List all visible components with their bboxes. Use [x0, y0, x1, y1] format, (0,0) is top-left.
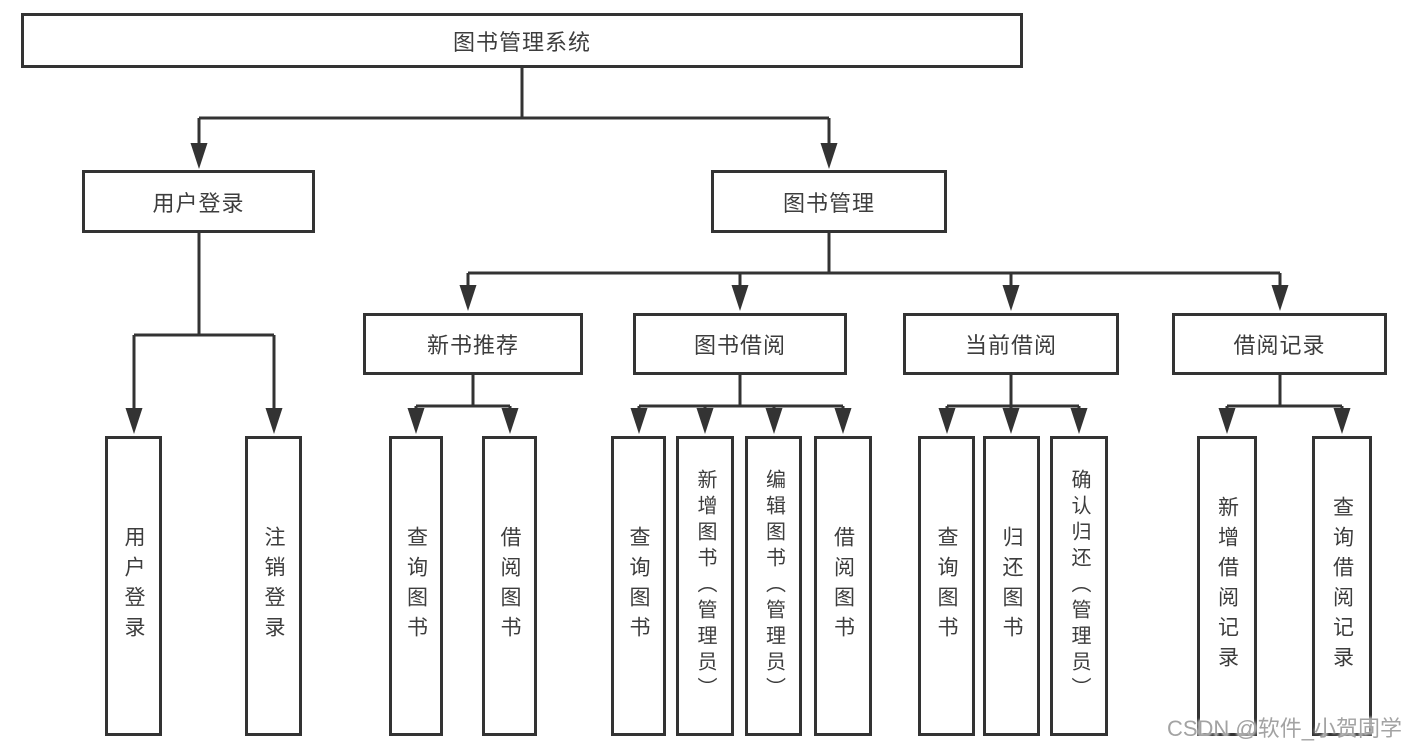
node-label: 查询图书	[935, 526, 958, 646]
leaf-logout: 注销登录	[245, 436, 302, 736]
leaf-query-books-3: 查询图书	[918, 436, 975, 736]
leaf-borrow-books-2: 借阅图书	[814, 436, 872, 736]
node-current-borrow: 当前借阅	[903, 313, 1119, 375]
node-label: 注销登录	[262, 526, 285, 646]
node-label: 用户登录	[122, 526, 145, 646]
node-label: 图书管理系统	[452, 29, 591, 55]
node-label: 查询借阅记录	[1330, 496, 1354, 676]
leaf-user-login: 用户登录	[105, 436, 162, 736]
node-label: 当前借阅	[964, 333, 1057, 358]
node-label: 图书管理	[782, 190, 875, 216]
node-user-login: 用户登录	[82, 170, 315, 233]
node-label: 编辑图书（管理员）	[762, 469, 785, 703]
watermark-text: CSDN @软件_小贺同学	[1166, 716, 1402, 741]
node-label: 确认归还（管理员）	[1068, 469, 1090, 703]
leaf-add-borrow-record: 新增借阅记录	[1197, 436, 1257, 736]
node-book-borrow: 图书借阅	[633, 313, 847, 375]
leaf-edit-book-admin: 编辑图书（管理员）	[745, 436, 802, 736]
leaf-borrow-books-1: 借阅图书	[482, 436, 537, 736]
node-label: 借阅图书	[831, 526, 855, 646]
node-label: 新书推荐	[426, 333, 519, 358]
node-label: 图书借阅	[693, 333, 786, 358]
leaf-return-books: 归还图书	[983, 436, 1040, 736]
node-label: 查询图书	[404, 526, 428, 646]
node-label: 新增图书（管理员）	[694, 469, 716, 703]
leaf-confirm-return-admin: 确认归还（管理员）	[1050, 436, 1108, 736]
node-borrow-records: 借阅记录	[1172, 313, 1387, 375]
node-label: 借阅记录	[1233, 333, 1326, 358]
node-new-book-recommend: 新书推荐	[363, 313, 583, 375]
node-label: 用户登录	[152, 190, 245, 216]
node-label: 借阅图书	[498, 526, 521, 646]
leaf-query-books-1: 查询图书	[389, 436, 443, 736]
node-label: 归还图书	[1000, 526, 1023, 646]
node-label: 新增借阅记录	[1215, 496, 1239, 676]
leaf-add-book-admin: 新增图书（管理员）	[676, 436, 734, 736]
node-label: 查询图书	[627, 526, 650, 646]
leaf-query-borrow-record: 查询借阅记录	[1312, 436, 1372, 736]
node-book-management: 图书管理	[711, 170, 947, 233]
leaf-query-books-2: 查询图书	[611, 436, 666, 736]
node-root: 图书管理系统	[21, 13, 1023, 68]
